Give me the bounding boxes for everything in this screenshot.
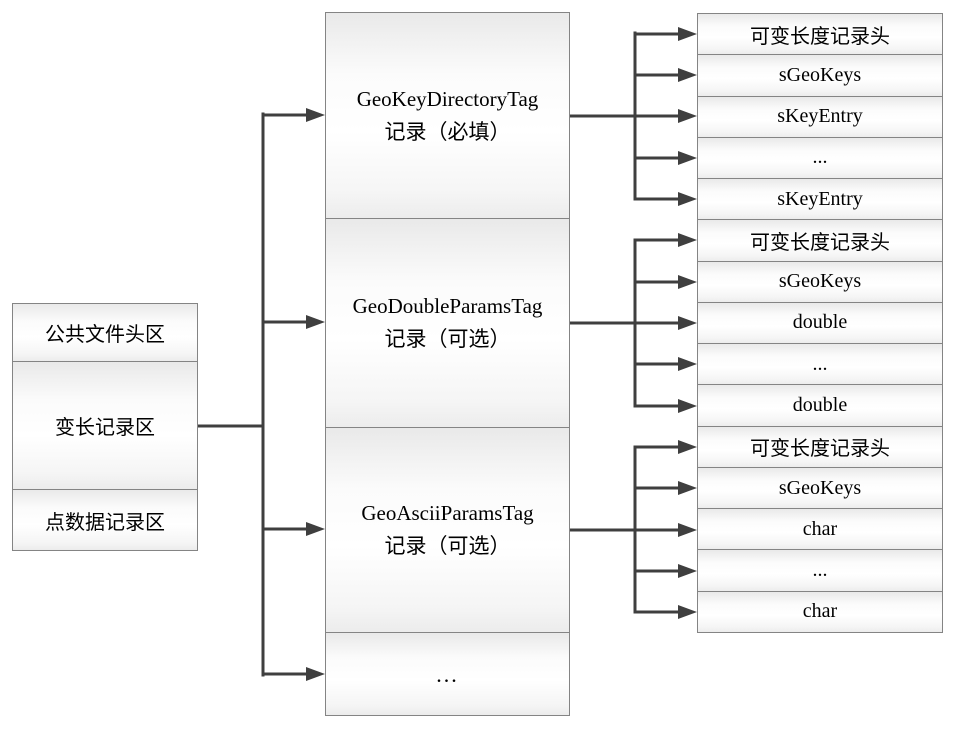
row-vlr-header-2: 可变长度记录头 (698, 220, 942, 262)
row-vlr-header-3: 可变长度记录头 (698, 426, 942, 468)
tag-note: 记录（可选） (384, 534, 511, 558)
tag-name: GeoKeyDirectoryTag (356, 86, 539, 111)
cell-geoasciiparamstag: GeoAsciiParamsTag 记录（可选） (326, 428, 569, 633)
tag-note: 记录（可选） (384, 327, 511, 351)
row-vlr-header-1: 可变长度记录头 (698, 14, 942, 56)
row-sgeokeys-3: sGeoKeys (698, 467, 942, 510)
cell-geodoubleparamstag: GeoDoubleParamsTag 记录（可选） (326, 219, 569, 428)
row-char-1: char (698, 509, 942, 551)
row-double-1: double (698, 302, 942, 345)
row-ellipsis-3: ... (698, 550, 942, 592)
cell-point-data-record-area: 点数据记录区 (13, 490, 197, 550)
row-double-2: double (698, 385, 942, 427)
las-file-areas-box: 公共文件头区 变长记录区 点数据记录区 (12, 303, 198, 551)
tag-note: 记录（必填） (384, 119, 511, 144)
row-ellipsis-1: ... (698, 137, 942, 180)
cell-public-file-header: 公共文件头区 (13, 304, 197, 362)
geo-tag-records-box: GeoKeyDirectoryTag 记录（必填） GeoDoubleParam… (325, 12, 570, 716)
cell-geokeydirectorytag: GeoKeyDirectoryTag 记录（必填） (326, 13, 569, 219)
record-layout-stack: 可变长度记录头 sGeoKeys sKeyEntry ... sKeyEntry… (697, 13, 943, 633)
row-skeyentry-1: sKeyEntry (698, 96, 942, 138)
row-ellipsis-2: ... (698, 344, 942, 386)
tag-name: GeoAsciiParamsTag (361, 501, 534, 525)
cell-ellipsis: ... (326, 633, 569, 715)
row-sgeokeys-2: sGeoKeys (698, 261, 942, 303)
row-sgeokeys-1: sGeoKeys (698, 55, 942, 97)
row-char-2: char (698, 591, 942, 632)
tag-name: GeoDoubleParamsTag (352, 294, 543, 318)
cell-variable-length-record-area: 变长记录区 (13, 362, 197, 490)
row-skeyentry-2: sKeyEntry (698, 179, 942, 221)
ellipsis-label: ... (436, 661, 459, 687)
